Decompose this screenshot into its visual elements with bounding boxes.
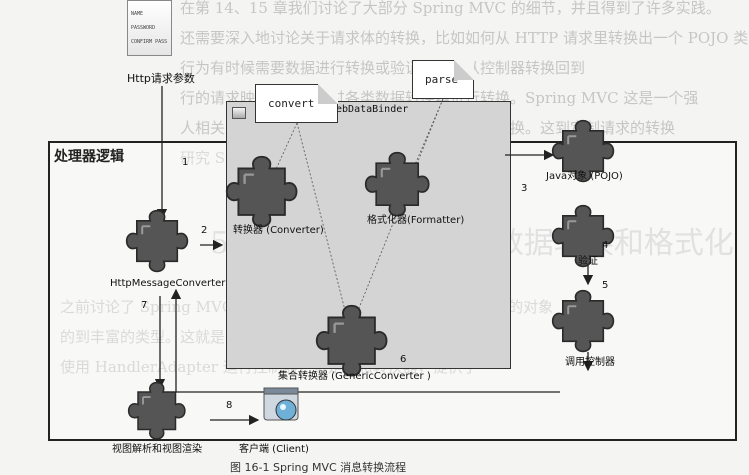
node-label-validation: 验证: [578, 256, 598, 267]
node-label-java-pojo: Java对象 (POJO): [546, 171, 623, 182]
generic-converter-puzzle-icon: [315, 304, 388, 377]
window-icon: [232, 107, 246, 119]
step-number: 1: [182, 157, 189, 168]
step-number: 6: [400, 354, 407, 365]
background-text-line: 还需要深入地讨论关于请求体的转换，比如如何从 HTTP 请求里转换出一个 POJ…: [180, 29, 749, 47]
http-message-converter-puzzle-icon: [125, 209, 189, 273]
node-label-client: 客户端 (Client): [239, 444, 309, 455]
node-label-converter: 转换器 (Converter): [233, 225, 324, 236]
step-number: 8: [226, 400, 233, 411]
call-controller-puzzle-icon: [551, 289, 615, 353]
background-text-line: 行为有时候需要数据进行转换或验证。又如从控制器转换回到: [180, 59, 586, 77]
figure-caption: 图 16-1 Spring MVC 消息转换流程: [230, 461, 407, 474]
node-label-call-controller: 调用控制器: [565, 357, 615, 368]
node-label-view-render: 视图解析和视图渲染: [112, 444, 202, 455]
handler-logic-title: 处理器逻辑: [54, 149, 124, 165]
step-number: 4: [602, 240, 609, 251]
parse-note: parse: [412, 60, 474, 99]
client-icon: [263, 387, 299, 421]
step-number: 2: [201, 225, 208, 236]
step-number: 7: [141, 300, 148, 311]
node-label-formatter: 格式化器(Formatter): [367, 215, 465, 226]
step-number: 3: [521, 183, 528, 194]
converter-puzzle-icon: [225, 155, 298, 228]
node-label-generic-converter: 集合转换器 (GenericConverter ): [278, 371, 431, 382]
background-text-line: 在第 14、15 章我们讨论了大部分 Spring MVC 的细节，并且得到了许…: [180, 0, 721, 17]
http-form-document-icon: NAME PASSWORD CONFIRM PASS: [127, 0, 172, 56]
step-number: 5: [602, 280, 609, 291]
convert-note: convert: [255, 84, 338, 123]
webdatabinder-label: WebDataBinder: [330, 104, 409, 115]
http-params-label: Http请求参数: [127, 72, 195, 85]
node-label-http-message-converter: HttpMessageConverter: [110, 278, 226, 289]
formatter-puzzle-icon: [364, 151, 430, 217]
